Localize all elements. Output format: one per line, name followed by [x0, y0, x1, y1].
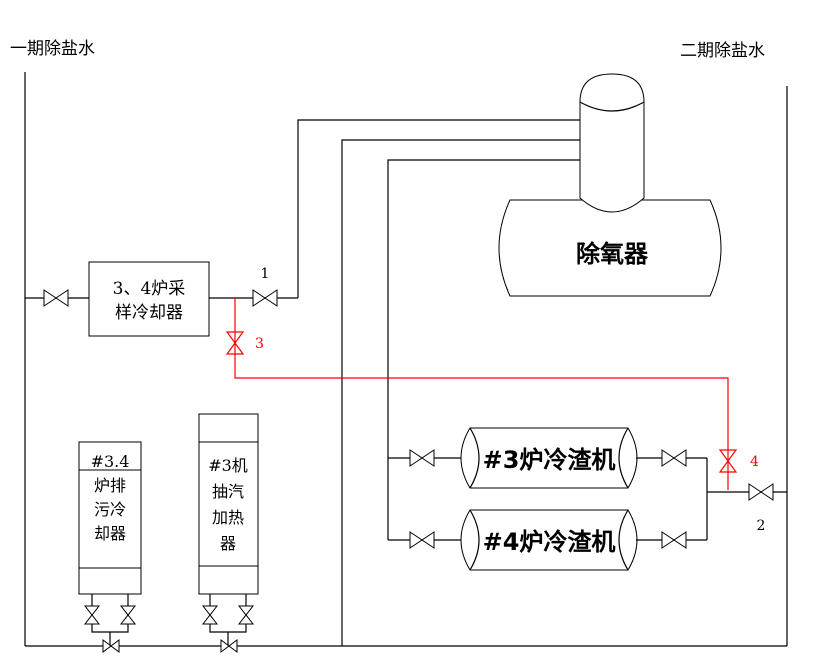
- extraction-heater-label-1: #3机: [208, 456, 248, 475]
- new-connection-pipe: [234, 298, 729, 490]
- extraction-heater-pipes: [209, 594, 247, 633]
- blowdown-cooler-label-3: 污冷: [94, 500, 126, 519]
- valve-3[interactable]: [225, 331, 245, 355]
- extraction-heater-valve-right[interactable]: [237, 605, 255, 625]
- blowdown-header-valve[interactable]: [102, 639, 120, 653]
- extraction-heater-label-2: 抽汽: [212, 482, 244, 501]
- blowdown-cooler-valve-right[interactable]: [119, 605, 137, 625]
- deaerator: 除氧器: [498, 73, 722, 297]
- valve-4-label: 4: [750, 454, 759, 470]
- blowdown-cooler-valve-left[interactable]: [83, 605, 101, 625]
- extraction-heater: [198, 413, 259, 595]
- sample-cooler: [88, 261, 210, 337]
- valve-3-label: 3: [255, 336, 264, 352]
- blowdown-cooler-label-2: 炉排: [94, 476, 126, 495]
- extraction-heater-label-3: 加热: [212, 508, 244, 527]
- slag-cooler-3-inlet-valve[interactable]: [409, 449, 435, 467]
- slag-cooler-4: #4炉冷渣机: [460, 509, 638, 571]
- phase2-water-label: 二期除盐水: [680, 41, 765, 61]
- sample-cooler-inlet-valve[interactable]: [43, 289, 69, 307]
- sample-return-pipe: [297, 119, 580, 298]
- header-to-deaerator-pipe: [341, 139, 580, 646]
- extraction-header-valve[interactable]: [220, 639, 238, 653]
- slag-cooler-3-label: #3炉冷渣机: [483, 446, 616, 474]
- valve-4[interactable]: [718, 449, 738, 473]
- blowdown-cooler-pipes: [91, 594, 129, 633]
- slag-cooler-3: #3炉冷渣机: [460, 427, 638, 489]
- slag-cooler-4-label: #4炉冷渣机: [483, 528, 616, 556]
- valve-1-label: 1: [261, 266, 270, 282]
- phase1-water-label: 一期除盐水: [10, 39, 95, 59]
- deaerator-label: 除氧器: [576, 240, 649, 268]
- extraction-heater-valve-left[interactable]: [201, 605, 219, 625]
- valve-2[interactable]: [748, 483, 774, 501]
- sample-cooler-label-line2: 样冷却器: [115, 303, 183, 323]
- slag-cooler-return-pipe: [387, 159, 580, 540]
- slag-cooler-3-outlet-valve[interactable]: [661, 449, 687, 467]
- blowdown-cooler-label-1: #3.4: [91, 452, 130, 471]
- slag-cooler-4-inlet-valve[interactable]: [409, 531, 435, 549]
- blowdown-cooler: [78, 441, 142, 595]
- blowdown-cooler-label-4: 却器: [94, 524, 126, 543]
- extraction-heater-label-4: 器: [220, 534, 236, 553]
- valve-1[interactable]: [252, 289, 278, 307]
- slag-cooler-4-outlet-valve[interactable]: [661, 531, 687, 549]
- valve-2-label: 2: [757, 518, 766, 534]
- sample-cooler-label-line1: 3、4炉采: [113, 279, 186, 299]
